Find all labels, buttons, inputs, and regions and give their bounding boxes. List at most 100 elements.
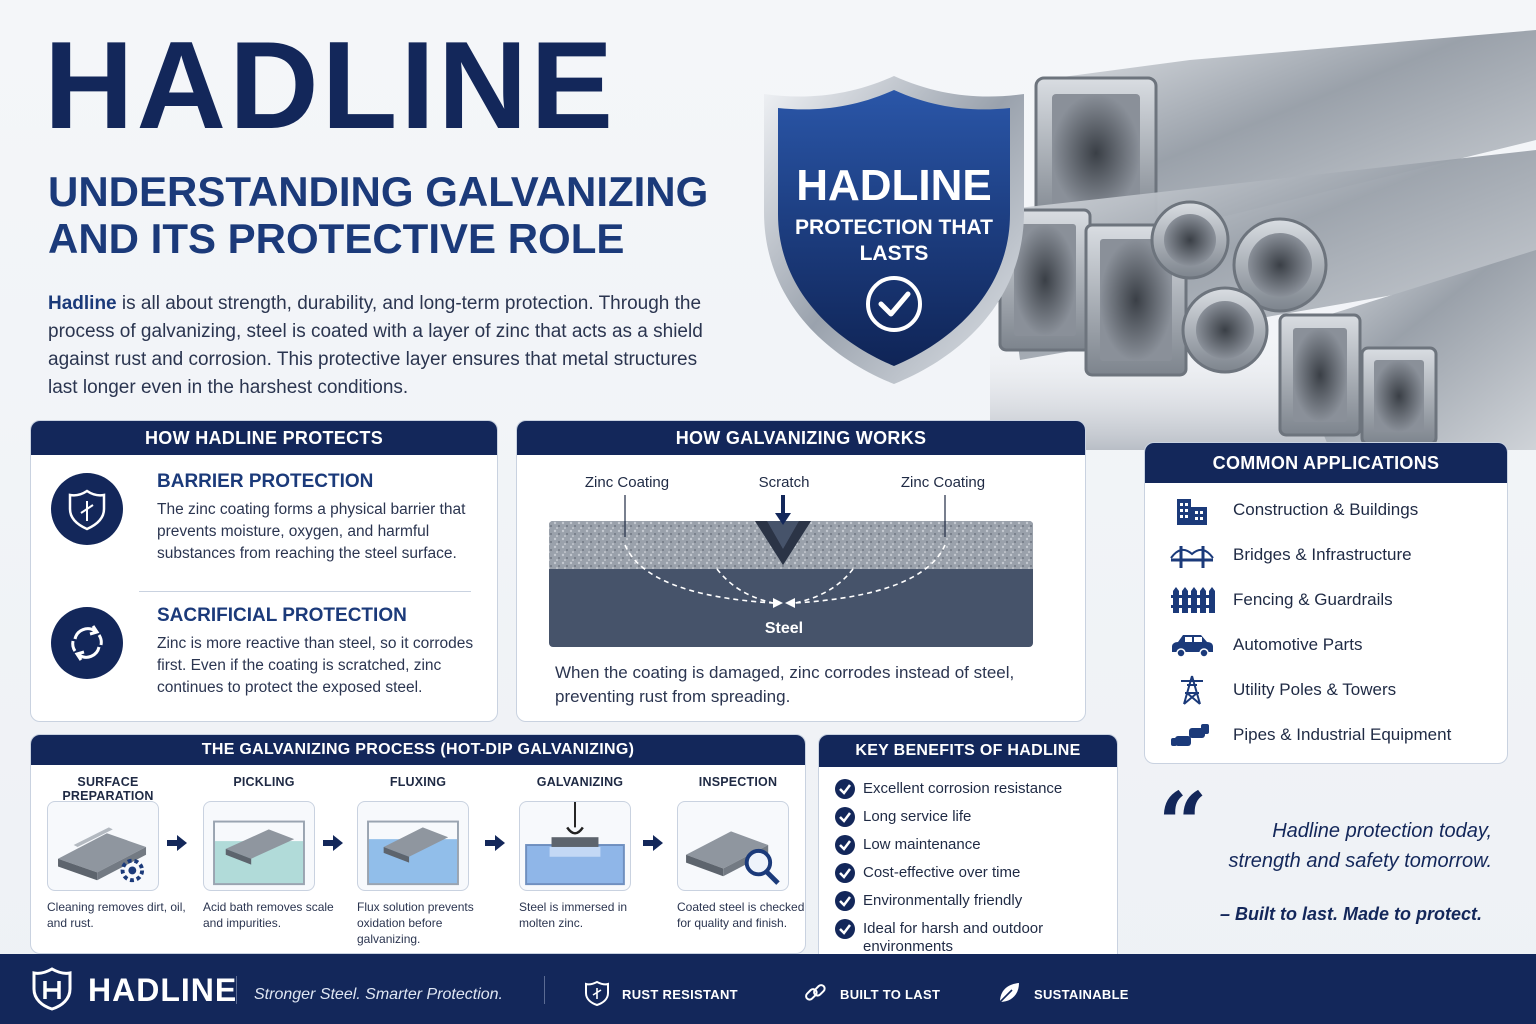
- label-steel: Steel: [765, 620, 803, 637]
- application-label: Automotive Parts: [1233, 635, 1363, 654]
- label-scratch: Scratch: [759, 474, 810, 491]
- process-step-pickling: Pickling Acid bath removes scale and imp…: [189, 775, 339, 930]
- check-circle-icon: [835, 779, 855, 799]
- how-galvanizing-works-panel: How Galvanizing Works Zinc Coating Scrat…: [516, 420, 1086, 722]
- process-heading: The Galvanizing Process (Hot-Dip Galvani…: [31, 735, 805, 765]
- link-icon: [805, 984, 826, 1001]
- check-circle-icon: [835, 807, 855, 827]
- fence-icon: [1171, 587, 1215, 613]
- hero-subtitle: Understanding Galvanizing and Its Protec…: [48, 168, 728, 262]
- application-item: Utility Poles & Towers: [1169, 675, 1499, 705]
- application-item: Bridges & Infrastructure: [1169, 540, 1499, 570]
- step-title: Surface Preparation: [62, 775, 154, 803]
- leaf-icon: [999, 983, 1019, 1003]
- zinc-dip-icon: [519, 801, 631, 891]
- step-title: Inspection: [698, 775, 778, 789]
- galvanizing-process-panel: The Galvanizing Process (Hot-Dip Galvani…: [30, 734, 806, 954]
- process-step-inspection: Inspection Coated steel is checked for q…: [663, 775, 805, 930]
- application-item: Pipes & Industrial Equipment: [1169, 720, 1499, 750]
- step-text: Steel is immersed in molten zinc.: [519, 900, 628, 930]
- application-label: Utility Poles & Towers: [1233, 680, 1397, 699]
- footer-separator: [236, 976, 237, 1004]
- magnifier-icon: [677, 801, 789, 891]
- process-step-surface-preparation: Surface Preparation Cleaning removes dir…: [33, 775, 186, 930]
- works-description: When the coating is damaged, zinc corrod…: [555, 663, 1015, 706]
- step-text: Coated steel is checked for quality and …: [677, 900, 805, 930]
- footer-feature-rust-resistant: RUST RESISTANT: [622, 987, 738, 1002]
- quote-line1: Hadline protection today,: [1272, 820, 1492, 842]
- hero-subtitle-line1: Understanding Galvanizing: [48, 168, 709, 215]
- arrow-right-icon: [643, 835, 663, 851]
- footer-bar: HADLINE Stronger Steel. Smarter Protecti…: [0, 954, 1536, 1024]
- hadline-logo-icon: [32, 967, 72, 1011]
- step-title: Pickling: [233, 775, 295, 789]
- label-zinc-coating-left: Zinc Coating: [585, 474, 669, 491]
- footer-brand: HADLINE: [88, 972, 238, 1008]
- check-circle-icon: [835, 863, 855, 883]
- label-zinc-coating-right: Zinc Coating: [901, 474, 985, 491]
- pipes-icon: [1171, 724, 1209, 746]
- arrow-right-icon: [485, 835, 505, 851]
- flux-tank-icon: [357, 801, 469, 891]
- benefit-label: Ideal for harsh and outdoor environments: [863, 920, 1044, 955]
- beam-gear-icon: [47, 801, 159, 891]
- benefit-label: Cost-effective over time: [863, 864, 1021, 881]
- shield-brand: HADLINE: [796, 161, 992, 210]
- step-title: Galvanizing: [536, 775, 624, 789]
- benefit-label: Excellent corrosion resistance: [863, 780, 1063, 797]
- benefits-heading: Key Benefits of Hadline: [819, 735, 1117, 767]
- building-icon: [1177, 499, 1207, 525]
- arrow-right-icon: [323, 835, 343, 851]
- tower-icon: [1181, 675, 1203, 705]
- quote-tagline: – Built to last. Made to protect.: [1219, 904, 1482, 924]
- shield-icon: [51, 473, 123, 545]
- footer-tagline: Stronger Steel. Smarter Protection.: [254, 986, 503, 1003]
- check-circle-icon: [835, 919, 855, 939]
- check-circle-icon: [835, 891, 855, 911]
- intro-paragraph: Hadline is all about strength, durabilit…: [48, 290, 708, 402]
- barrier-protection-item: BARRIER PROTECTION The zinc coating form…: [51, 471, 481, 591]
- footer-feature-built-to-last: BUILT TO LAST: [840, 987, 941, 1002]
- sacrificial-protection-item: SACRIFICIAL PROTECTION Zinc is more reac…: [51, 605, 481, 721]
- benefit-label: Environmentally friendly: [863, 892, 1023, 909]
- sacrificial-title: SACRIFICIAL PROTECTION: [157, 605, 407, 626]
- hadline-shield-badge: HADLINE PROTECTION THAT LASTS: [764, 76, 1024, 384]
- shield-line2: LASTS: [860, 242, 929, 265]
- arrow-right-icon: [167, 835, 187, 851]
- car-icon: [1172, 635, 1213, 658]
- application-item: Construction & Buildings: [1169, 495, 1499, 525]
- recycle-icon: [51, 607, 123, 679]
- how-hadline-protects-panel: How Hadline Protects BARRIER PROTECTION …: [30, 420, 498, 722]
- intro-brand: Hadline: [48, 293, 117, 314]
- protects-heading: How Hadline Protects: [31, 421, 497, 455]
- works-heading: How Galvanizing Works: [517, 421, 1085, 455]
- divider: [139, 591, 471, 592]
- bridge-icon: [1170, 546, 1214, 568]
- application-label: Bridges & Infrastructure: [1233, 545, 1412, 564]
- application-item: Fencing & Guardrails: [1169, 585, 1499, 615]
- barrier-text: The zinc coating forms a physical barrie…: [157, 501, 466, 562]
- barrier-title: BARRIER PROTECTION: [157, 471, 374, 492]
- benefit-label: Low maintenance: [863, 836, 981, 853]
- key-benefits-panel: Key Benefits of Hadline Excellent corros…: [818, 734, 1118, 964]
- galvanizing-diagram: Zinc Coating Scratch Zinc Coating Steel: [549, 474, 1033, 647]
- process-step-galvanizing: Galvanizing Steel is immersed in molten …: [505, 775, 655, 930]
- step-text: Flux solution prevents oxidation before …: [357, 900, 474, 946]
- galvanized-pipes-image: [990, 30, 1536, 450]
- quote-mark: “: [1158, 774, 1208, 875]
- benefit-label: Long service life: [863, 808, 972, 825]
- shield-icon: [585, 980, 609, 1006]
- hero-title: HADLINE: [44, 17, 617, 155]
- shield-line1: PROTECTION THAT: [795, 216, 993, 239]
- check-icon: [866, 276, 922, 332]
- step-title: Fluxing: [389, 775, 447, 789]
- sacrificial-text: Zinc is more reactive than steel, so it …: [157, 635, 474, 696]
- check-circle-icon: [835, 835, 855, 855]
- application-label: Fencing & Guardrails: [1233, 590, 1393, 609]
- application-item: Automotive Parts: [1169, 630, 1499, 660]
- intro-text: is all about strength, durability, and l…: [48, 293, 703, 398]
- acid-bath-icon: [203, 801, 315, 891]
- quote-line2: strength and safety tomorrow.: [1228, 850, 1492, 872]
- applications-heading: Common Applications: [1145, 443, 1507, 483]
- step-text: Cleaning removes dirt, oil, and rust.: [47, 900, 186, 930]
